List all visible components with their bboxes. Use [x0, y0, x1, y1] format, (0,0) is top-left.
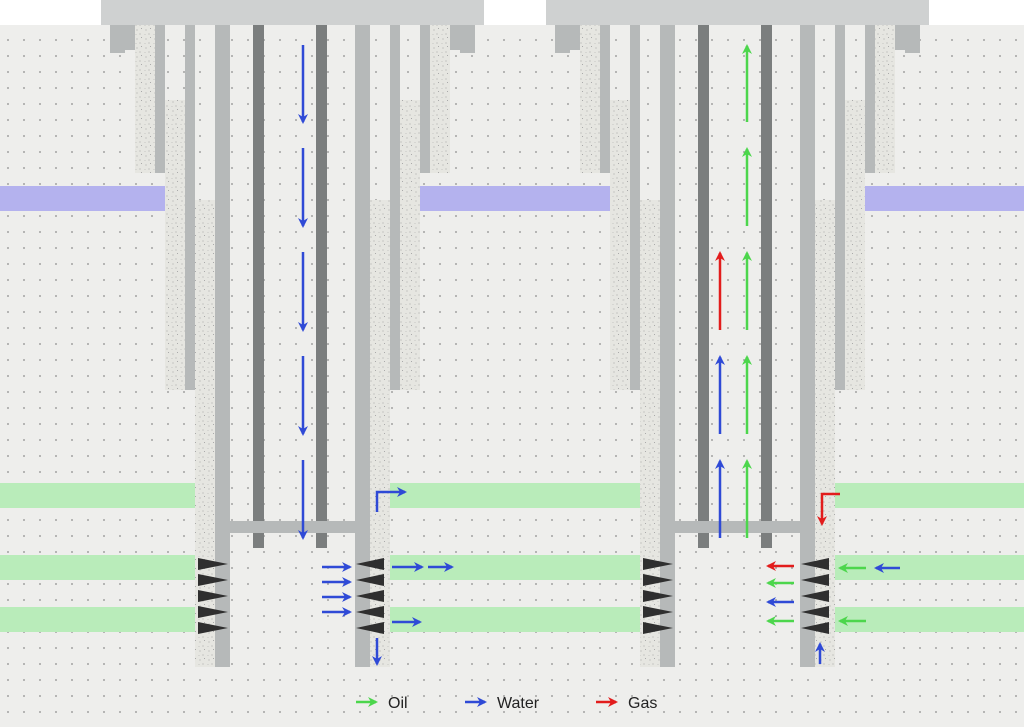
production-well — [546, 0, 929, 667]
perforations — [198, 558, 384, 634]
water-layer — [418, 186, 610, 211]
legend-label-gas: Gas — [628, 695, 657, 712]
legend-label-oil: Oil — [388, 695, 408, 712]
legend-item-gas: Gas — [596, 695, 657, 712]
packer — [671, 521, 809, 533]
wellhead — [101, 0, 484, 25]
perforations — [643, 558, 829, 634]
wellhead — [546, 0, 929, 25]
packer — [226, 521, 364, 533]
water-layer — [864, 186, 1024, 211]
water-injection-arrows — [298, 45, 454, 666]
reservoir-layers — [0, 483, 1024, 632]
oil-production-arrows — [742, 44, 866, 626]
legend-item-oil: Oil — [356, 695, 408, 712]
legend-label-water: Water — [497, 695, 540, 712]
water-layer — [0, 186, 165, 211]
legend: Oil Water Gas — [356, 695, 657, 712]
legend-item-water: Water — [465, 695, 540, 712]
injection-well — [101, 0, 484, 667]
water-production-arrows — [715, 355, 900, 664]
gas-production-arrows — [715, 251, 840, 571]
